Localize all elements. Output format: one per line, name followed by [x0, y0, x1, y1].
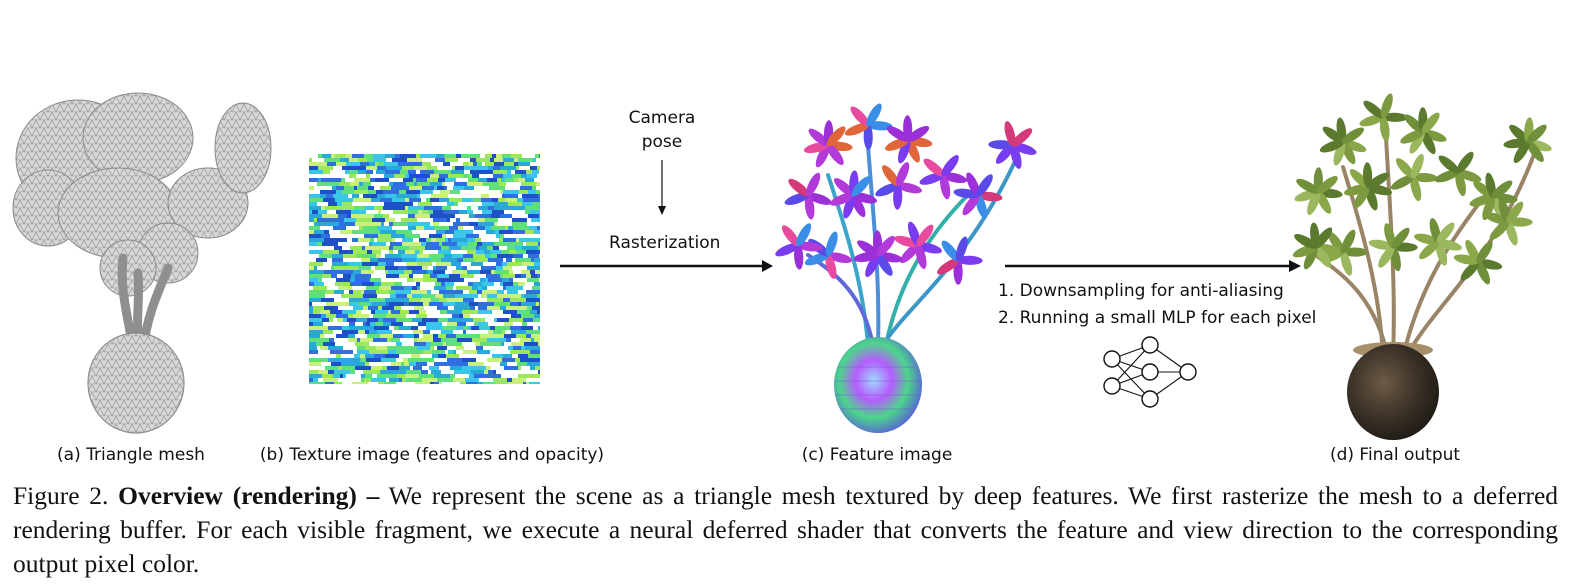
caption-number: Figure 2. [13, 481, 109, 510]
texture-stripes [309, 154, 540, 384]
step-downsampling: 1. Downsampling for anti-aliasing [998, 281, 1284, 301]
final-leaves [1292, 93, 1552, 285]
figure: Camera pose Rasterization [12, 92, 1552, 465]
camera-pose-label: Camera pose [628, 108, 696, 152]
figure-caption: Figure 2. Overview (rendering) – We repr… [13, 479, 1558, 581]
sublabel-feature-image: (c) Feature image [801, 445, 953, 465]
triangle-mesh-image [12, 92, 272, 434]
sublabel-triangle-mesh: (a) Triangle mesh [57, 445, 205, 465]
sublabel-final-output: (d) Final output [1329, 445, 1461, 465]
feature-image [775, 103, 1037, 433]
final-output-image [1292, 93, 1552, 440]
feature-leaves [775, 103, 1037, 285]
sublabel-texture-image: (b) Texture image (features and opacity) [259, 445, 605, 465]
step-mlp: 2. Running a small MLP for each pixel [998, 308, 1317, 328]
rasterization-arrow [560, 260, 773, 272]
caption-body: We represent the scene as a triangle mes… [13, 481, 1559, 578]
texture-image [309, 154, 540, 384]
mlp-network-icon [1103, 336, 1197, 408]
camera-pose-arrow [658, 160, 666, 215]
rasterization-label: Rasterization [609, 233, 721, 253]
caption-title: Overview (rendering) – [118, 481, 380, 510]
mlp-arrow [1005, 260, 1301, 272]
